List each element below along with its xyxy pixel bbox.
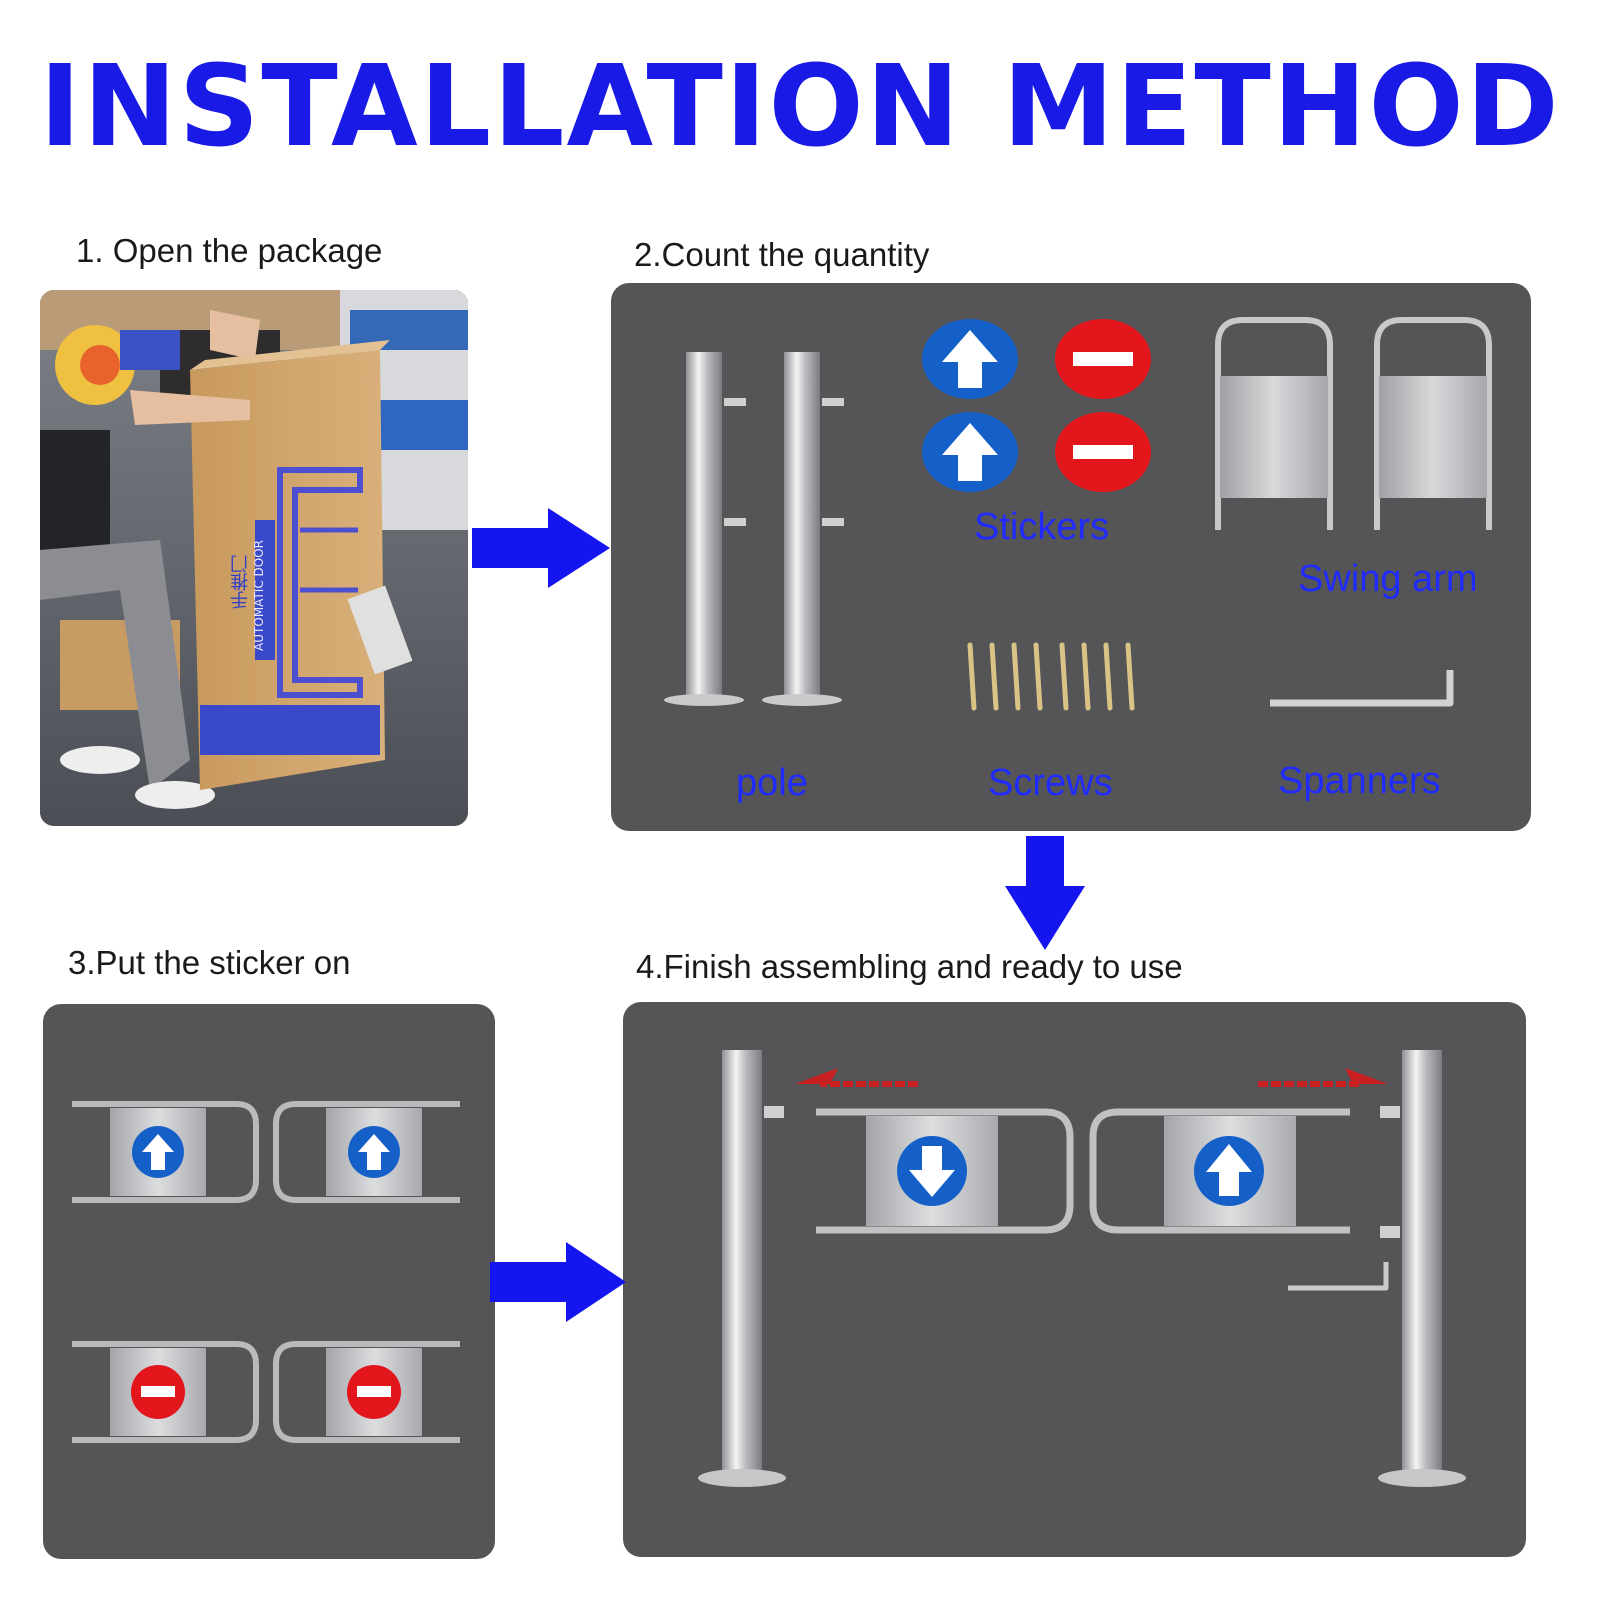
sticker-panel <box>43 1004 495 1559</box>
arrow-right-icon <box>490 1242 626 1322</box>
part-label-stickers: Stickers <box>974 506 1110 548</box>
package-photo: 手推门 AUTOMATIC DOOR <box>40 290 468 826</box>
assembled-panel <box>623 1002 1526 1557</box>
page-title: INSTALLATION METHOD <box>39 42 1561 172</box>
arrow-right-icon <box>472 508 610 588</box>
box-brand-en: AUTOMATIC DOOR <box>252 540 266 651</box>
step-3-label: 3.Put the sticker on <box>68 944 351 981</box>
part-label-swing-arm: Swing arm <box>1298 558 1478 600</box>
parts-panel <box>611 283 1531 831</box>
part-label-spanners: Spanners <box>1278 760 1441 802</box>
step-4-label: 4.Finish assembling and ready to use <box>636 948 1183 985</box>
arrow-down-icon <box>1005 836 1085 950</box>
step-1-label: 1. Open the package <box>76 232 383 269</box>
box-brand-cn: 手推门 <box>230 555 251 609</box>
part-label-pole: pole <box>736 762 808 804</box>
step-2-label: 2.Count the quantity <box>634 236 930 273</box>
package-photo-illustration <box>40 290 468 826</box>
part-label-screws: Screws <box>988 762 1113 804</box>
